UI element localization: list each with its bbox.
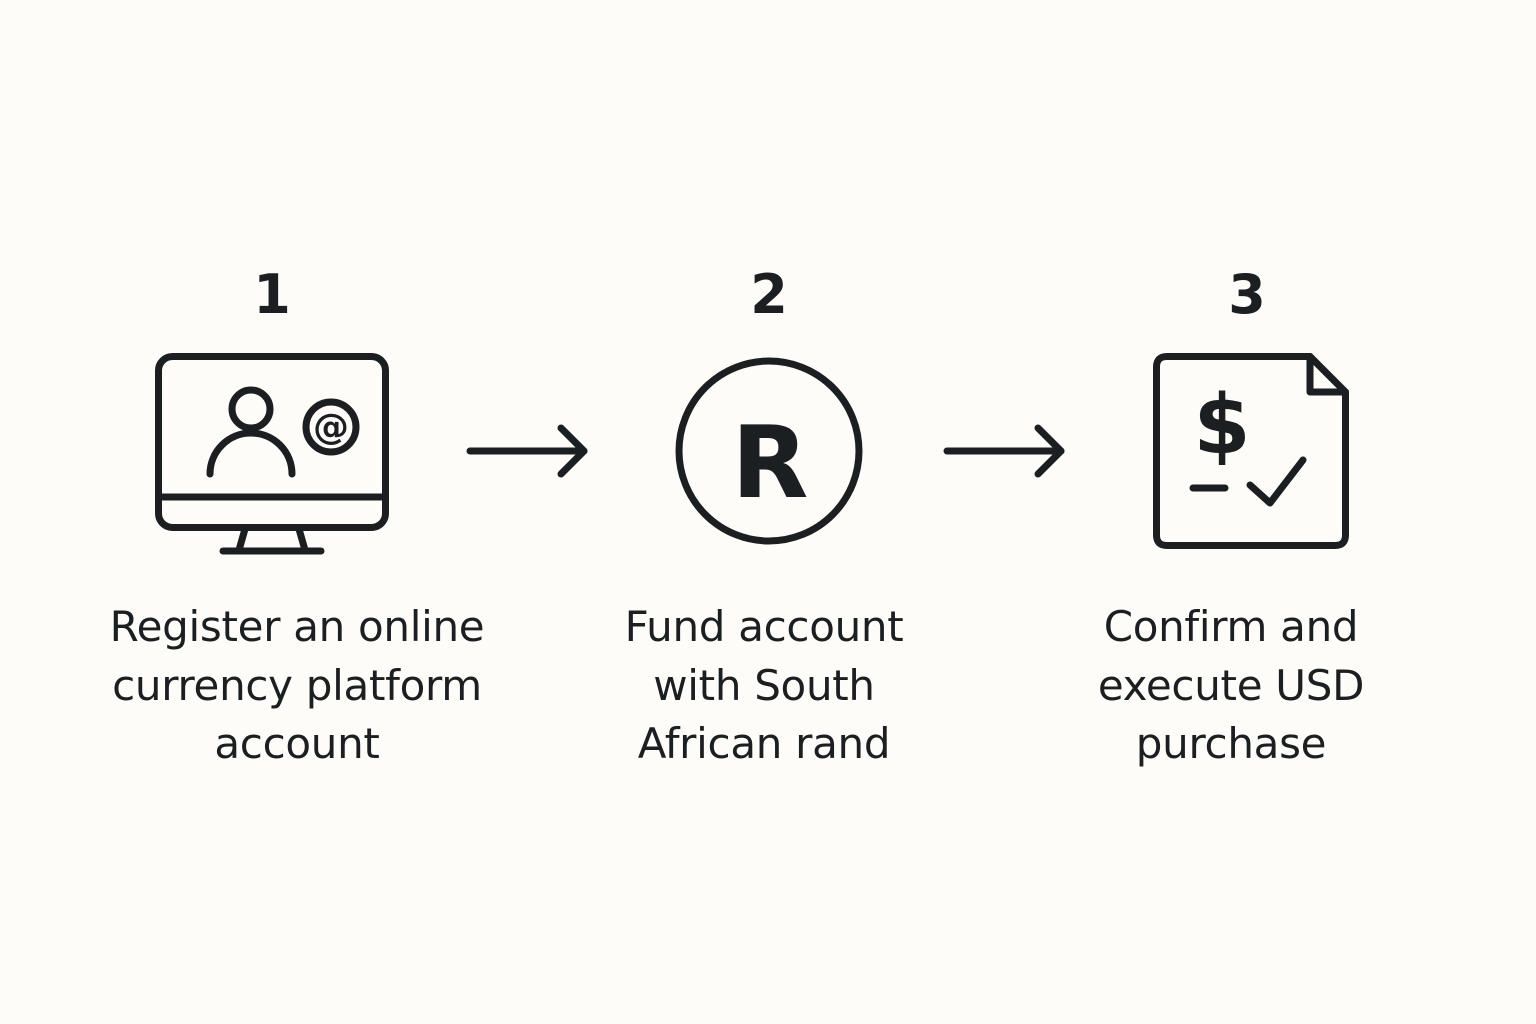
dollar-symbol: $ (1193, 378, 1250, 473)
step-label-line: African rand (637, 719, 891, 768)
computer-user-at-icon: @ (155, 353, 389, 558)
at-symbol: @ (313, 407, 349, 448)
step-number: 2 (750, 263, 788, 326)
step-label: Register an online currency platform acc… (87, 598, 507, 774)
step-number: 3 (1228, 263, 1266, 326)
step-label-line: Register an online (109, 602, 485, 651)
right-arrow-icon (943, 422, 1069, 480)
step-label-line: with South (653, 660, 875, 710)
step-label-line: Fund account (624, 602, 904, 651)
step-label-line: execute USD (1097, 660, 1365, 710)
step-label-line: account (214, 719, 380, 768)
step-number: 1 (253, 263, 291, 326)
step-label-line: purchase (1135, 719, 1327, 768)
step-label-line: currency platform (112, 660, 482, 710)
step-label-line: Confirm and (1103, 602, 1359, 651)
right-arrow-icon (466, 422, 592, 480)
step-label: Fund account with South African rand (554, 598, 974, 774)
step-label: Confirm and execute USD purchase (1021, 598, 1441, 774)
rand-circle-icon: R (672, 354, 866, 548)
dollar-document-check-icon: $ (1153, 353, 1349, 549)
rand-symbol: R (731, 404, 808, 521)
